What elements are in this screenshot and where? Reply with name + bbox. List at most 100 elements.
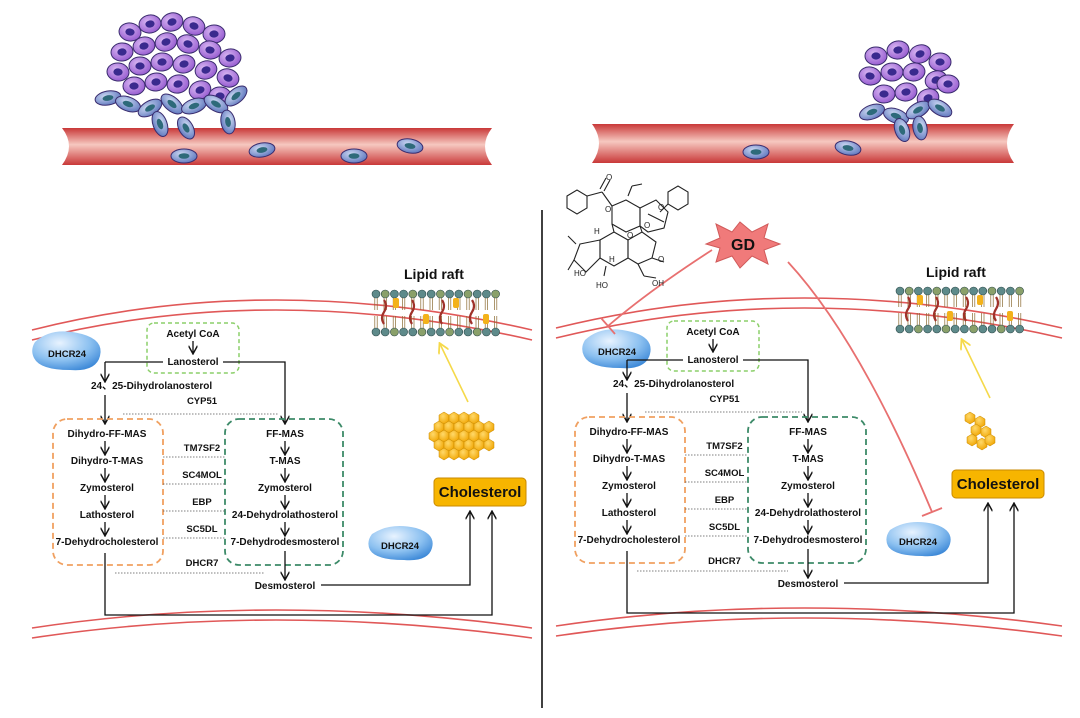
pathway-label: EBP [715,495,735,506]
cholesterol-molecule [468,447,480,461]
pathway-label: T-MAS [269,456,300,467]
gd-chemical-structure [566,177,689,279]
blood-vessel-left [62,128,492,165]
pathway-label: EBP [192,497,212,508]
tumor-cell [894,82,918,102]
pathway-right: Acetyl CoA Lanosterol 24、25-Dihydrolanoste… [574,320,1014,614]
pathway-label: Acetyl CoA [166,329,219,340]
tumor-cell [218,48,242,68]
lipid-raft-left [371,289,500,337]
gd-inhibition-to-free-dhcr24 [787,261,943,517]
endothelial-cell [160,93,184,115]
pathway-label: DHCR7 [186,558,219,569]
svg-text:H: H [609,255,615,264]
tumor-cell [118,22,142,42]
tumor-cell [928,52,952,72]
endothelial-cell [912,115,928,141]
endothelial-cell [224,85,248,107]
svg-text:O: O [627,231,633,240]
pathway-label: 24、25-Dihydrolanosterol [91,381,212,392]
tumor-cell [122,76,146,96]
tumor-cell [858,66,882,86]
branch-box-right [224,418,344,566]
pathway-label: Dihydro-FF-MAS [68,429,147,440]
endothelial-cell [859,103,885,121]
tumor-cluster-right [742,40,960,160]
endothelial-cell [151,111,169,137]
transport-arrow [440,344,469,403]
tumor-cell [176,34,200,54]
pathway-label: SC5DL [709,522,740,533]
svg-text:O: O [605,205,611,214]
tumor-cell [880,62,904,82]
tumor-cell [150,52,174,72]
cholesterol-molecule [964,411,976,425]
blood-vessel-right [592,124,1014,163]
tumor-cell [172,54,196,74]
gd-structure-atoms: O O O O H O H HO O HO OH [574,173,664,290]
acetyl-coa-box [146,322,240,374]
endothelial-cell [203,94,229,114]
endothelial-cell [340,148,368,164]
pathway-label: 7-Dehydrodesmosterol [754,535,863,546]
tumor-cell [188,80,212,100]
endothelial-cell [176,116,196,140]
pathway-label: 7-Dehydrocholesterol [56,537,159,548]
svg-text:O: O [658,255,664,264]
svg-text:DHCR24: DHCR24 [48,349,87,360]
cell-membrane-left-bottom [31,609,533,639]
pathway-label: TM7SF2 [184,443,220,454]
endothelial-cell [742,144,770,160]
tumor-cell [160,12,184,32]
tumor-cell [936,74,960,94]
branch-box-right [747,416,867,564]
cholesterol-cluster-right [964,411,996,451]
tumor-cell [166,74,190,94]
svg-text:HO: HO [574,269,586,278]
endothelial-cell [115,95,141,113]
pathway-label: Lanosterol [167,357,218,368]
pathway-label: Dihydro-T-MAS [593,454,666,465]
pathway-label: Zymosterol [80,483,134,494]
tumor-cell [182,16,206,36]
lipid-raft-right [895,286,1024,334]
svg-text:DHCR24: DHCR24 [381,541,420,552]
endothelial-cell [893,117,911,143]
dhcr24-protein-free: DHCR24 [886,522,951,557]
tumor-cell [202,24,226,44]
svg-text:O: O [606,173,612,182]
tumor-cluster-left [94,12,424,164]
lipid-raft-label: Lipid raft [926,264,986,280]
pathway-label: 7-Dehydrocholesterol [578,535,681,546]
branch-box-left [52,418,164,566]
pathway-label: Lathosterol [80,510,135,521]
cholesterol-molecule [976,437,988,451]
svg-text:HO: HO [596,281,608,290]
cholesterol-label: Cholesterol [957,476,1040,493]
endothelial-cell [170,148,198,164]
pathway-label: 24-Dehydrolathosterol [755,508,861,519]
pathway-label: Lanosterol [687,355,738,366]
pathway-label: Acetyl CoA [686,327,739,338]
svg-text:DHCR24: DHCR24 [899,537,938,548]
pathway-label: T-MAS [792,454,823,465]
pathway-label: Dihydro-FF-MAS [590,427,669,438]
pathway-label: Zymosterol [781,481,835,492]
dhcr24-protein-free: DHCR24 [368,526,433,561]
pathway-label: DHCR7 [708,556,741,567]
pathway-label: TM7SF2 [706,441,742,452]
endothelial-cell [248,142,276,158]
pathway-label: 24-Dehydrolathosterol [232,510,338,521]
tumor-cell [872,84,896,104]
svg-text:O: O [658,203,664,212]
cholesterol-cluster-left [428,411,495,461]
dhcr24-protein: DHCR24 [32,331,101,371]
pathway-label: SC4MOL [182,470,222,481]
dhcr24-protein: DHCR24 [582,329,651,369]
tumor-cell [138,14,162,34]
gd-drug-star: GD [704,221,782,269]
svg-text:H: H [594,227,600,236]
pathway-label: 24、25-Dihydrolanosterol [613,379,734,390]
pathway-left: Acetyl CoA Lanosterol 24、25-Dihydrolanoste… [52,322,492,616]
